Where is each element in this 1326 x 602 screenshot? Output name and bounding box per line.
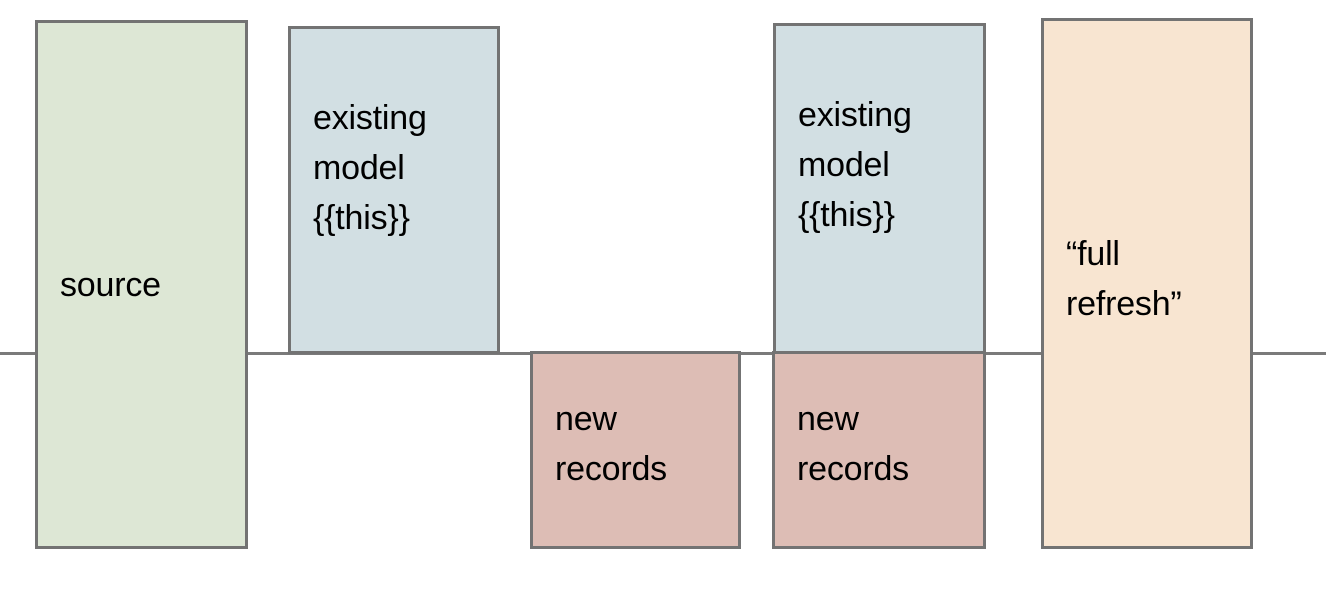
node-source[interactable]: source bbox=[35, 20, 248, 549]
node-new-records-2-label: new records bbox=[797, 400, 909, 488]
node-new-records-1[interactable]: new records bbox=[530, 351, 741, 549]
node-new-records-2[interactable]: new records bbox=[772, 351, 986, 549]
node-new-records-1-label: new records bbox=[555, 400, 667, 488]
node-source-label: source bbox=[60, 265, 161, 304]
node-existing-model-1[interactable]: existing model {{this}} bbox=[288, 26, 500, 354]
node-full-refresh-label: “full refresh” bbox=[1066, 234, 1182, 323]
node-existing-model-2-label: existing model {{this}} bbox=[798, 95, 912, 234]
node-full-refresh[interactable]: “full refresh” bbox=[1041, 18, 1253, 549]
node-existing-model-1-label: existing model {{this}} bbox=[313, 99, 427, 237]
node-existing-model-2[interactable]: existing model {{this}} bbox=[773, 23, 986, 354]
